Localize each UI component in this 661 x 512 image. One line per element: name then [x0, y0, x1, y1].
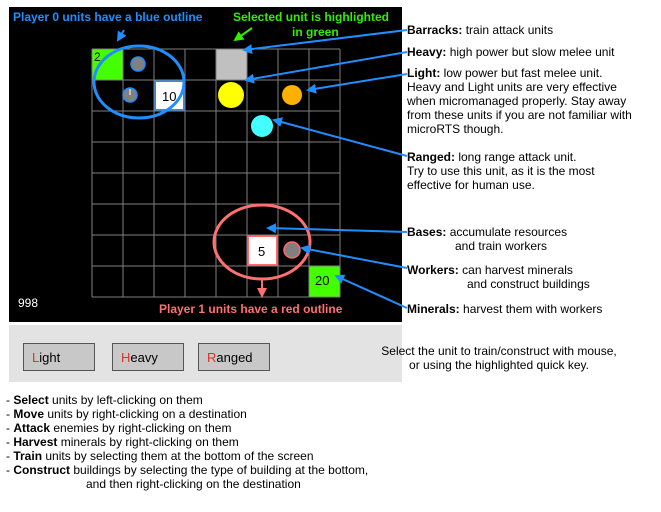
train-ranged-button[interactable]: Ranged: [198, 343, 270, 371]
light-line2: Heavy and Light units are very effective: [407, 80, 617, 94]
bullet: -: [6, 449, 14, 463]
barracks-desc: train attack units: [465, 23, 554, 37]
heavy-annotation: Heavy: high power but slow melee unit: [407, 45, 614, 59]
instruction-item: and then right-clicking on the destinati…: [6, 477, 368, 491]
instruction-item: - Select units by left-clicking on them: [6, 393, 368, 407]
light-annotation: Light: low power but fast melee unit. He…: [407, 66, 632, 136]
bases-annotation: Bases: accumulate resources and train wo…: [407, 225, 567, 253]
instruction-text: units by selecting them at the bottom of…: [42, 449, 314, 463]
minerals-term: Minerals:: [407, 302, 460, 316]
bullet: -: [6, 393, 14, 407]
light-line4: from these units if you are not familiar…: [407, 108, 632, 122]
base-player0[interactable]: 10: [154, 80, 185, 111]
heavy-quick-key: H: [121, 350, 131, 365]
instruction-text: and then right-clicking on the destinati…: [86, 477, 301, 491]
ranged-line2: Try to use this unit, as it is the most: [407, 164, 595, 178]
bullet: -: [6, 421, 14, 435]
heavy-term: Heavy:: [407, 45, 447, 59]
light-line3: when micromanaged properly. Stay away: [407, 94, 627, 108]
instruction-item: - Harvest minerals by right-clicking on …: [6, 435, 368, 449]
instruction-item: - Train units by selecting them at the b…: [6, 449, 368, 463]
player0-outline-note: Player 0 units have a blue outline: [13, 10, 203, 24]
barracks-term: Barracks:: [407, 23, 463, 37]
barracks-building[interactable]: [216, 49, 247, 80]
bullet: -: [6, 463, 14, 477]
bases-term: Bases:: [407, 225, 447, 239]
instruction-verb: Move: [13, 407, 45, 421]
player1-outline-note: Player 1 units have a red outline: [159, 302, 343, 316]
barracks-annotation: Barracks: train attack units: [407, 23, 553, 37]
map-grid[interactable]: 2 10 5 20: [92, 49, 340, 297]
ranged-line3: effective for human use.: [407, 178, 535, 192]
instruction-text: enemies by right-clicking on them: [50, 421, 232, 435]
minerals-annotation: Minerals: harvest them with workers: [407, 302, 602, 316]
instruction-text: minerals by right-clicking on them: [57, 435, 239, 449]
workers-line2: and construct buildings: [467, 277, 590, 291]
light-quick-key: L: [32, 350, 40, 365]
selected-note-line2: in green: [292, 25, 339, 39]
game-board[interactable]: 2 10 5 20 998: [9, 7, 402, 322]
light-label-rest: ight: [39, 350, 61, 365]
bases-desc: accumulate resources: [449, 225, 568, 239]
ranged-annotation: Ranged: long range attack unit. Try to u…: [407, 150, 595, 192]
instruction-verb: Train: [13, 449, 43, 463]
instruction-text: units by left-clicking on them: [48, 393, 203, 407]
bullet: -: [6, 407, 14, 421]
bullet: -: [6, 435, 14, 449]
bases-line2: and train workers: [455, 239, 548, 253]
game-timer: 998: [18, 296, 39, 310]
train-light-button[interactable]: Light: [23, 343, 95, 371]
mineral-amount: 2: [94, 50, 101, 64]
ranged-desc: long range attack unit.: [458, 150, 577, 164]
base-player1[interactable]: 5: [247, 235, 278, 266]
train-note-line2: or using the highlighted quick key.: [409, 358, 589, 372]
instruction-text: buildings by selecting the type of build…: [70, 463, 369, 477]
base-resources: 5: [258, 244, 266, 259]
instruction-list: - Select units by left-clicking on them …: [6, 393, 368, 491]
minerals-desc: harvest them with workers: [463, 302, 603, 316]
light-line5: microRTS though.: [407, 122, 504, 136]
light-desc: low power but fast melee unit.: [443, 66, 603, 80]
train-panel: Light Heavy Ranged: [9, 325, 402, 382]
light-term: Light:: [407, 66, 441, 80]
mineral-amount: 20: [315, 273, 330, 288]
instruction-verb: Harvest: [13, 435, 58, 449]
train-heavy-button[interactable]: Heavy: [112, 343, 184, 371]
workers-term: Workers:: [407, 263, 459, 277]
instruction-text: units by right-clicking on a destination: [44, 407, 247, 421]
instruction-verb: Attack: [13, 421, 51, 435]
mineral-field[interactable]: 20: [309, 266, 340, 297]
selected-note-line1: Selected unit is highlighted: [233, 10, 390, 24]
train-panel-note: Select the unit to train/construct with …: [340, 344, 658, 372]
ranged-quick-key: R: [207, 350, 217, 365]
train-note-line1: Select the unit to train/construct with …: [381, 344, 617, 358]
ranged-label-rest: anged: [216, 350, 253, 365]
instruction-item: - Move units by right-clicking on a dest…: [6, 407, 368, 421]
instruction-verb: Select: [13, 393, 49, 407]
instruction-verb: Construct: [13, 463, 71, 477]
workers-desc: can harvest minerals: [462, 263, 573, 277]
heavy-desc: high power but slow melee unit: [449, 45, 615, 59]
instruction-item: - Construct buildings by selecting the t…: [6, 463, 368, 477]
mineral-field[interactable]: 2: [92, 49, 123, 80]
instruction-item: - Attack enemies by right-clicking on th…: [6, 421, 368, 435]
base-resources: 10: [162, 89, 177, 104]
heavy-label-rest: eavy: [130, 350, 158, 365]
ranged-term: Ranged:: [407, 150, 455, 164]
workers-annotation: Workers: can harvest minerals and constr…: [407, 263, 590, 291]
